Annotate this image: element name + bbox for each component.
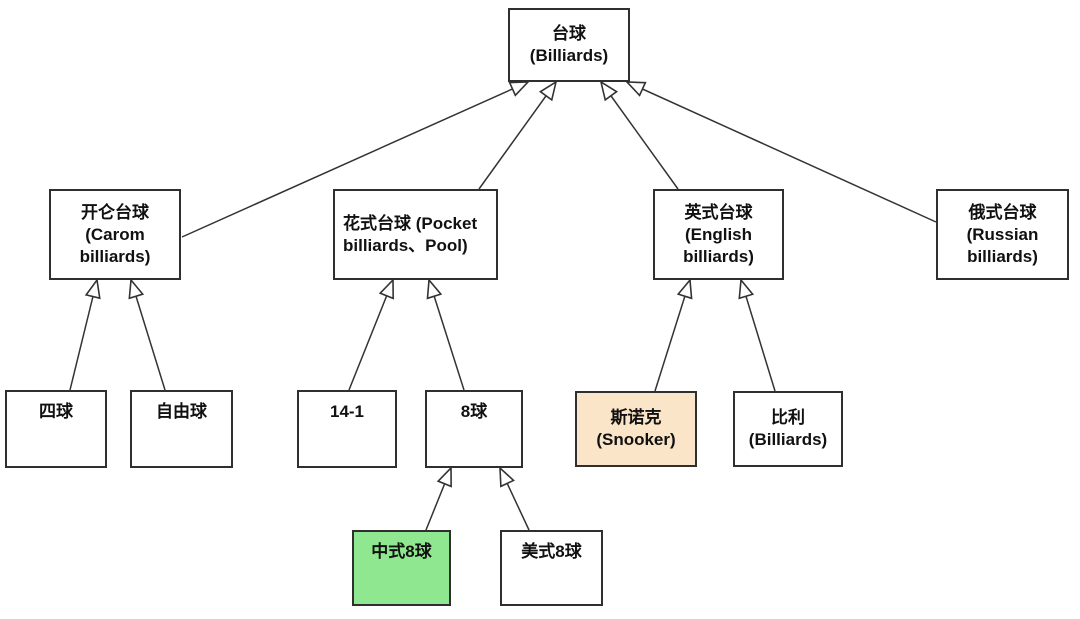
edge-eight-ball-to-pocket — [426, 277, 465, 391]
edge-fourteen-one-to-pocket — [348, 278, 394, 391]
node-pocket-billiards-label: 花式台球 (Pocket billiards、Pool) — [343, 213, 478, 255]
node-russian-billiards: 俄式台球 (Russian billiards) — [936, 189, 1069, 280]
node-pocket-billiards: 花式台球 (Pocket billiards、Pool) — [333, 189, 498, 280]
node-russian-billiards-label: 俄式台球 (Russian billiards) — [966, 202, 1039, 266]
edge-pocket-to-billiards — [478, 80, 558, 190]
edge-american-eight-to-eight-ball — [499, 466, 530, 531]
edge-four-ball-to-carom — [69, 277, 101, 391]
node-american-eight-ball-label: 美式8球 — [521, 542, 582, 561]
node-free-ball: 自由球 — [130, 390, 233, 468]
node-fourteen-one: 14-1 — [297, 390, 397, 468]
node-four-ball: 四球 — [5, 390, 107, 468]
node-american-eight-ball: 美式8球 — [500, 530, 603, 606]
node-billi: 比利 (Billiards) — [733, 391, 843, 467]
node-four-ball-label: 四球 — [39, 402, 73, 421]
node-carom-billiards-label: 开仑台球 (Carom billiards) — [79, 202, 151, 266]
node-billiards-label: 台球 (Billiards) — [529, 24, 609, 65]
edge-free-ball-to-carom — [128, 277, 166, 391]
node-billi-label: 比利 (Billiards) — [748, 408, 828, 449]
node-english-billiards-label: 英式台球 (English billiards) — [683, 202, 754, 266]
node-snooker: 斯诺克 (Snooker) — [575, 391, 697, 467]
edge-snooker-to-english — [654, 277, 693, 392]
node-eight-ball-label: 8球 — [460, 402, 488, 421]
node-fourteen-one-label: 14-1 — [329, 402, 365, 421]
edge-english-to-billiards — [599, 80, 679, 190]
node-carom-billiards: 开仑台球 (Carom billiards) — [49, 189, 181, 280]
node-english-billiards: 英式台球 (English billiards) — [653, 189, 784, 280]
edge-chinese-eight-to-eight-ball — [425, 466, 452, 531]
node-eight-ball: 8球 — [425, 390, 523, 468]
node-billiards: 台球 (Billiards) — [508, 8, 630, 82]
edge-billi-to-english — [738, 277, 776, 392]
node-chinese-eight-ball: 中式8球 — [352, 530, 451, 606]
node-chinese-eight-ball-label: 中式8球 — [371, 542, 432, 561]
node-snooker-label: 斯诺克 (Snooker) — [596, 408, 676, 449]
node-free-ball-label: 自由球 — [156, 402, 207, 421]
